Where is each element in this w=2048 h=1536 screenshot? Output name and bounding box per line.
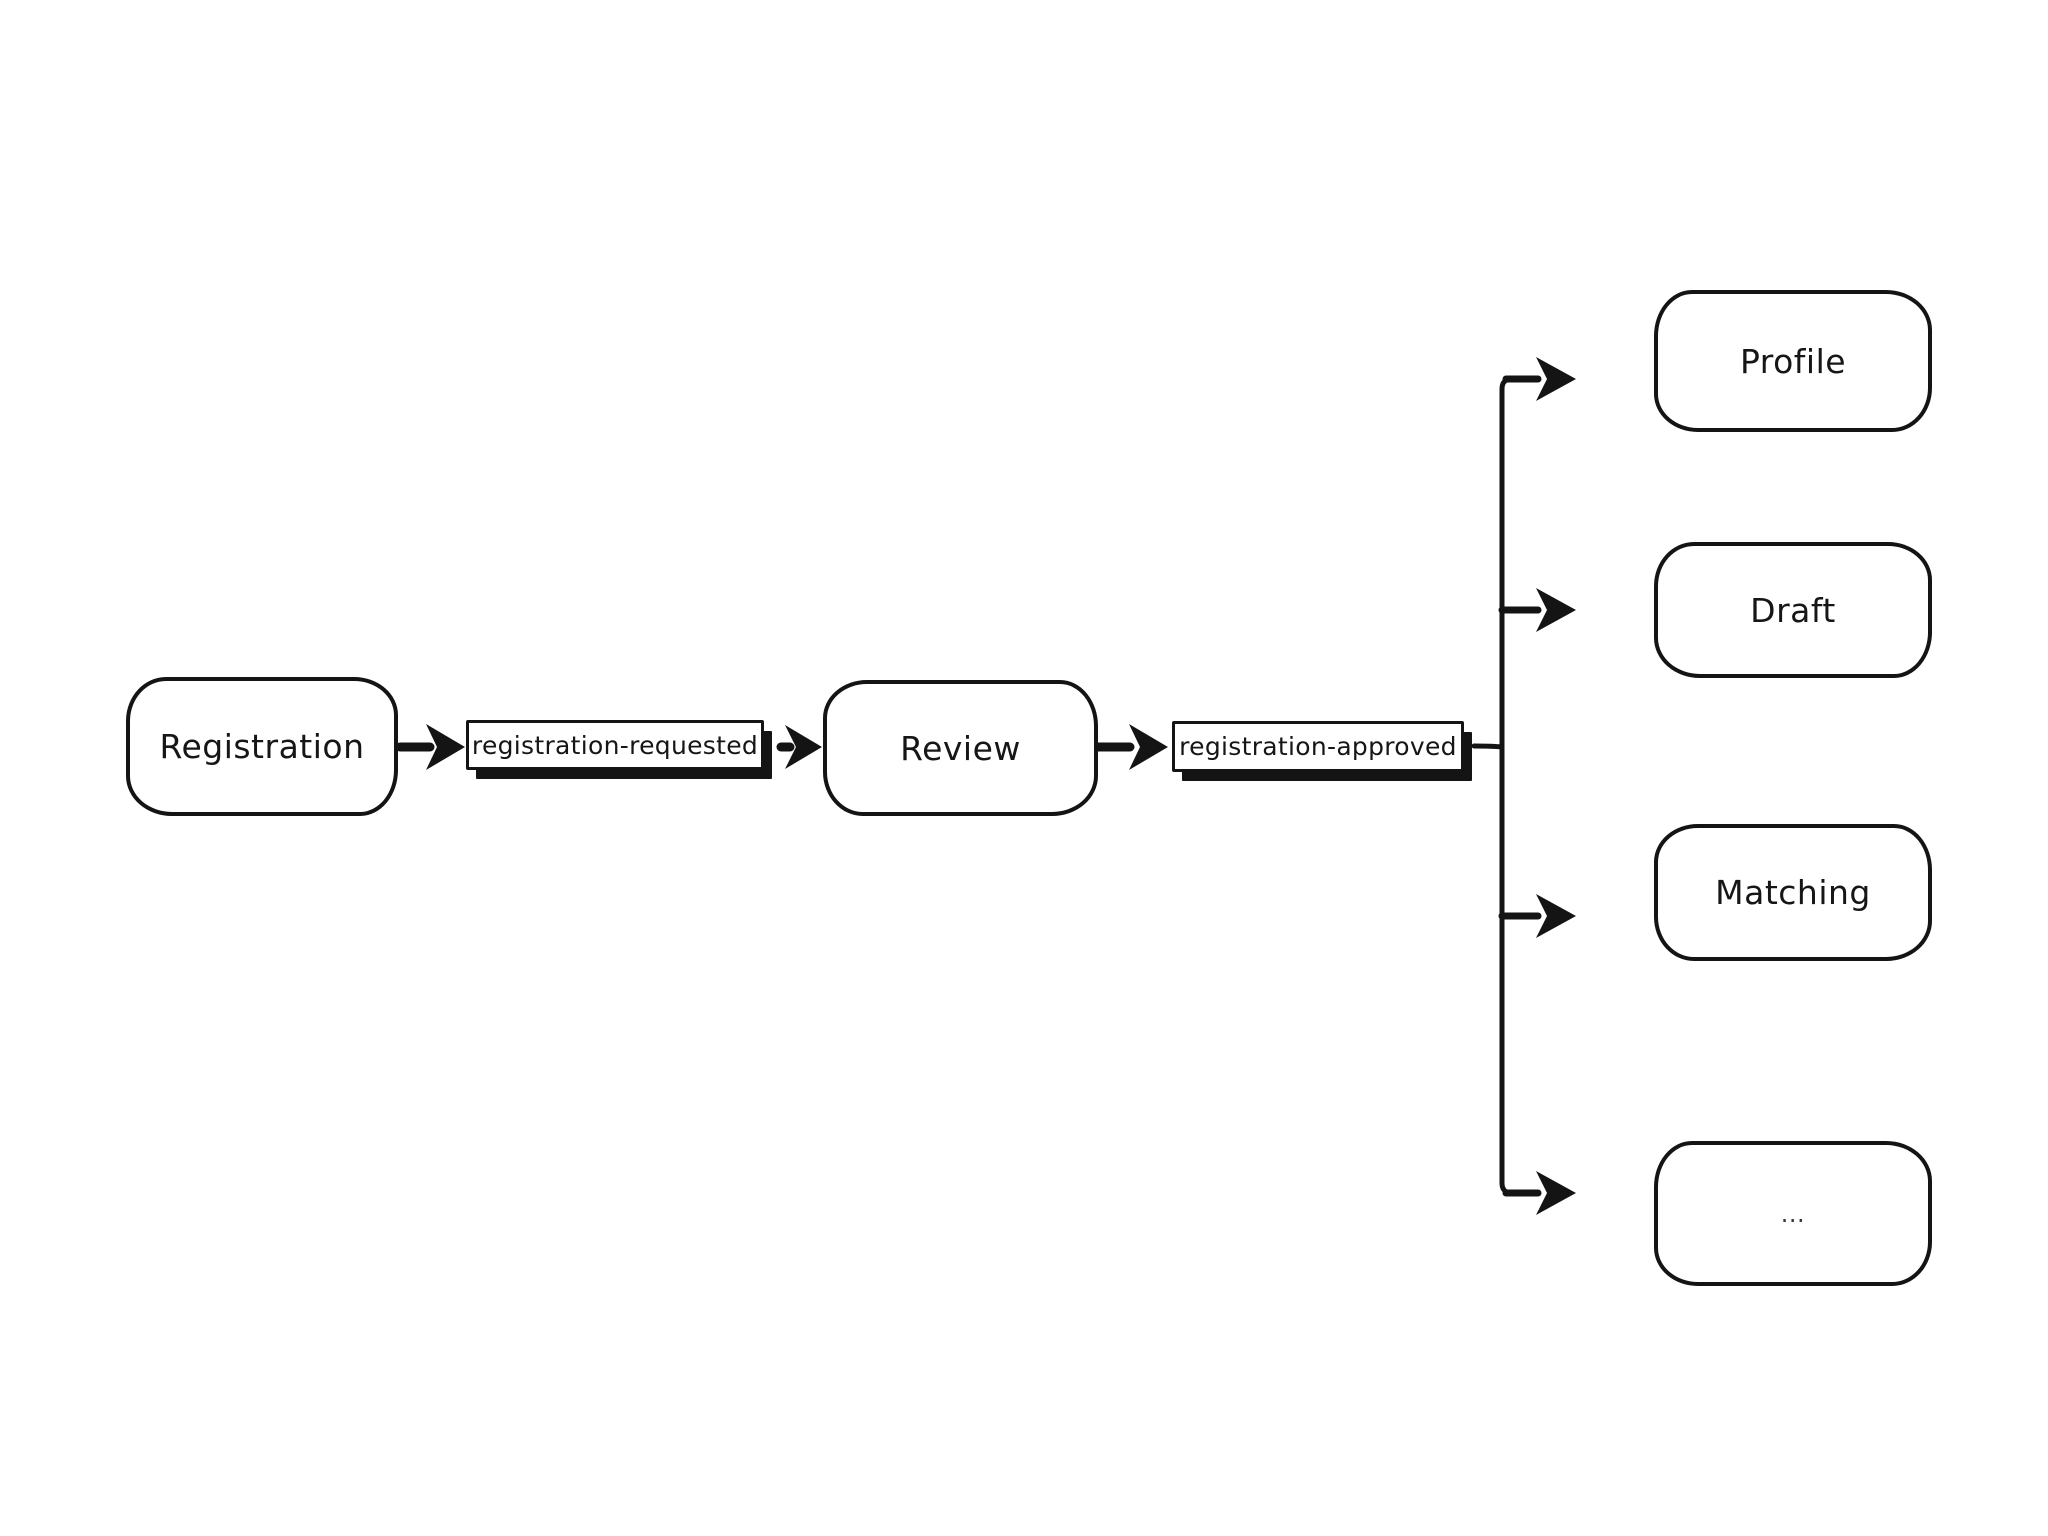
node-registration: Registration — [126, 677, 398, 816]
event-label: registration-approved — [1179, 732, 1457, 761]
connector-approved-to-trunk — [1471, 743, 1505, 750]
node-label: Review — [900, 728, 1021, 768]
arrow-branch-to-ellipsis — [1502, 1171, 1576, 1215]
node-label: Draft — [1750, 590, 1836, 630]
arrow-branch-to-matching — [1498, 894, 1576, 938]
node-ellipsis: ... — [1654, 1141, 1932, 1286]
event-registration-requested: registration-requested — [466, 720, 764, 770]
event-registration-approved: registration-approved — [1172, 721, 1464, 772]
node-draft: Draft — [1654, 542, 1932, 678]
node-label: ... — [1780, 1199, 1806, 1228]
node-matching: Matching — [1654, 824, 1932, 961]
node-label: Matching — [1715, 873, 1871, 912]
arrow-review-to-approved — [1093, 724, 1168, 770]
arrow-requested-to-review — [776, 725, 822, 769]
arrow-registration-to-requested — [395, 724, 465, 770]
node-review: Review — [823, 680, 1098, 816]
arrow-branch-to-profile — [1502, 357, 1576, 401]
node-label: Registration — [159, 727, 365, 766]
node-label: Profile — [1739, 341, 1847, 381]
event-label: registration-requested — [471, 730, 759, 760]
branch-trunk — [1499, 376, 1541, 1196]
arrow-branch-to-draft — [1498, 588, 1576, 632]
node-profile: Profile — [1654, 290, 1932, 432]
